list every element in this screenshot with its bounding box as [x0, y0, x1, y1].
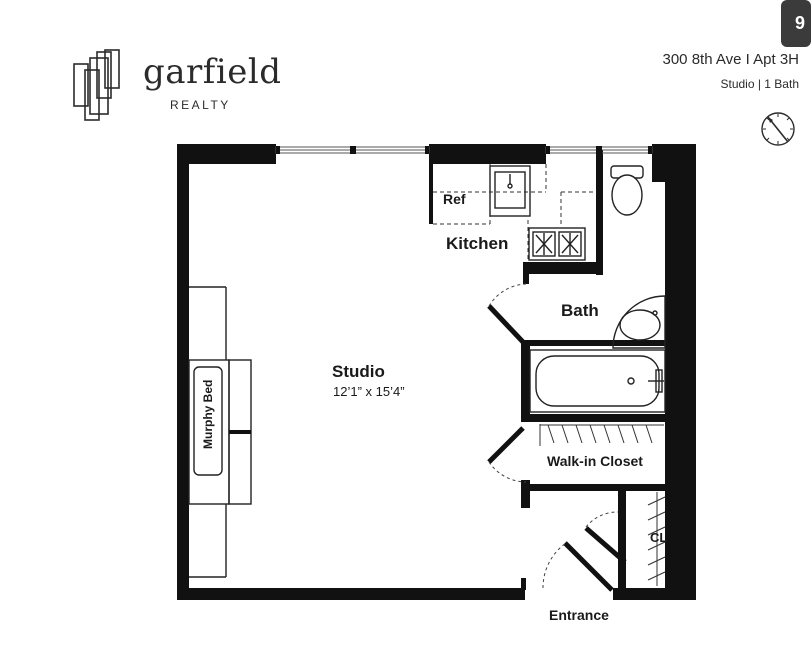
entrance-label: Entrance [549, 607, 609, 623]
cl-closet-rod [647, 492, 666, 586]
closet-rod [539, 424, 664, 446]
walls [177, 144, 696, 600]
badge-text: 9 [795, 13, 806, 33]
brand-name: garfield [143, 52, 282, 92]
ref-label: Ref [443, 191, 466, 207]
vanity-sink-icon [612, 295, 666, 349]
toilet-icon [610, 165, 644, 216]
listing-address: 300 8th Ave I Apt 3H [662, 51, 800, 68]
entrance-doors [542, 511, 627, 592]
murphy-bed-label: Murphy Bed [201, 379, 215, 449]
studio-label: Studio [332, 362, 385, 381]
bath-label: Bath [561, 301, 599, 320]
logo-mark-icon [73, 49, 120, 121]
listing-summary: Studio | 1 Bath [720, 77, 799, 91]
closet-door [487, 426, 527, 483]
stove-icon [528, 227, 586, 261]
compass-icon [761, 112, 795, 146]
brand-tagline: REALTY [170, 98, 231, 112]
bath-door [487, 283, 527, 344]
kitchen-label: Kitchen [446, 234, 509, 253]
studio-dimensions: 12’1” x 15’4” [333, 384, 405, 399]
bathtub-icon [529, 349, 666, 413]
cl-label: CL [650, 530, 668, 545]
gallery-badge[interactable]: 9 [781, 0, 811, 47]
sink-icon [489, 165, 531, 217]
walk-in-closet-label: Walk-in Closet [547, 453, 643, 469]
